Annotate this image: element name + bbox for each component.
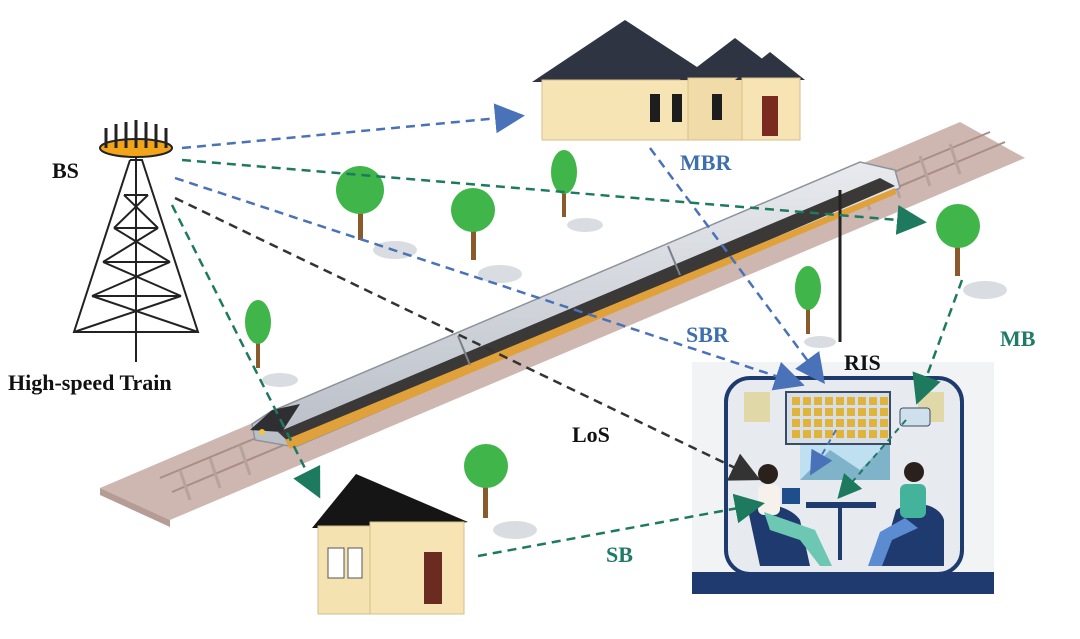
base-station-tower (72, 120, 200, 362)
ris-element (836, 408, 844, 416)
label-mbr: MBR (680, 150, 732, 175)
label-mb: MB (1000, 326, 1036, 351)
ris-element (836, 430, 844, 438)
tree (551, 150, 603, 232)
ris-element (825, 408, 833, 416)
link-bs-to-small-house (170, 204, 321, 499)
link-bs-to-tree (181, 158, 927, 235)
label-sbr: SBR (686, 322, 730, 347)
ris-elements (792, 397, 888, 438)
ris-element (803, 397, 811, 405)
label-bs: BS (52, 158, 79, 183)
ris-element (836, 419, 844, 427)
ris-element (803, 408, 811, 416)
link-sbr-bs-to-ris (174, 176, 805, 391)
ris-element (825, 419, 833, 427)
tree (245, 300, 298, 387)
link-los-bs-to-user (174, 196, 761, 481)
tree (464, 444, 537, 539)
ris-element (814, 397, 822, 405)
link-mb-tree-to-ris (912, 279, 964, 405)
ris-element (847, 397, 855, 405)
label-los: LoS (572, 422, 610, 447)
ris-element (858, 397, 866, 405)
ris-element (869, 430, 877, 438)
link-mbr-house-to-ris (648, 147, 825, 385)
ris-element (858, 419, 866, 427)
ris-element (858, 408, 866, 416)
ris-element (880, 408, 888, 416)
ris-element (880, 430, 888, 438)
label-sb: SB (606, 542, 633, 567)
ris-element (803, 430, 811, 438)
ris-element (792, 419, 800, 427)
tree (795, 266, 836, 348)
tree (451, 188, 522, 283)
ris-element (869, 408, 877, 416)
ris-element (847, 430, 855, 438)
ris-element (847, 408, 855, 416)
link-mb-inner (837, 419, 907, 500)
ris-element (814, 430, 822, 438)
ris-element (858, 430, 866, 438)
ris-element (792, 397, 800, 405)
label-ris: RIS (844, 350, 881, 375)
ris-element (880, 397, 888, 405)
ris-element (814, 408, 822, 416)
ris-element (836, 397, 844, 405)
ris-element (825, 430, 833, 438)
ris-element (869, 419, 877, 427)
link-sb-house-to-ris (477, 493, 765, 558)
tree (936, 204, 1007, 299)
link-bs-to-house (181, 103, 525, 150)
link-ris-to-user (810, 429, 837, 476)
ris-element (814, 419, 822, 427)
ris-element (792, 430, 800, 438)
house-large (532, 20, 805, 141)
ris-element (880, 419, 888, 427)
high-speed-train (250, 161, 901, 449)
house-small (312, 474, 468, 615)
ris-element (792, 408, 800, 416)
label-train: High-speed Train (8, 370, 172, 395)
ris-element (847, 419, 855, 427)
train-cabin-interior (692, 362, 994, 594)
ris-element (803, 419, 811, 427)
ris-element (869, 397, 877, 405)
ris-element (825, 397, 833, 405)
